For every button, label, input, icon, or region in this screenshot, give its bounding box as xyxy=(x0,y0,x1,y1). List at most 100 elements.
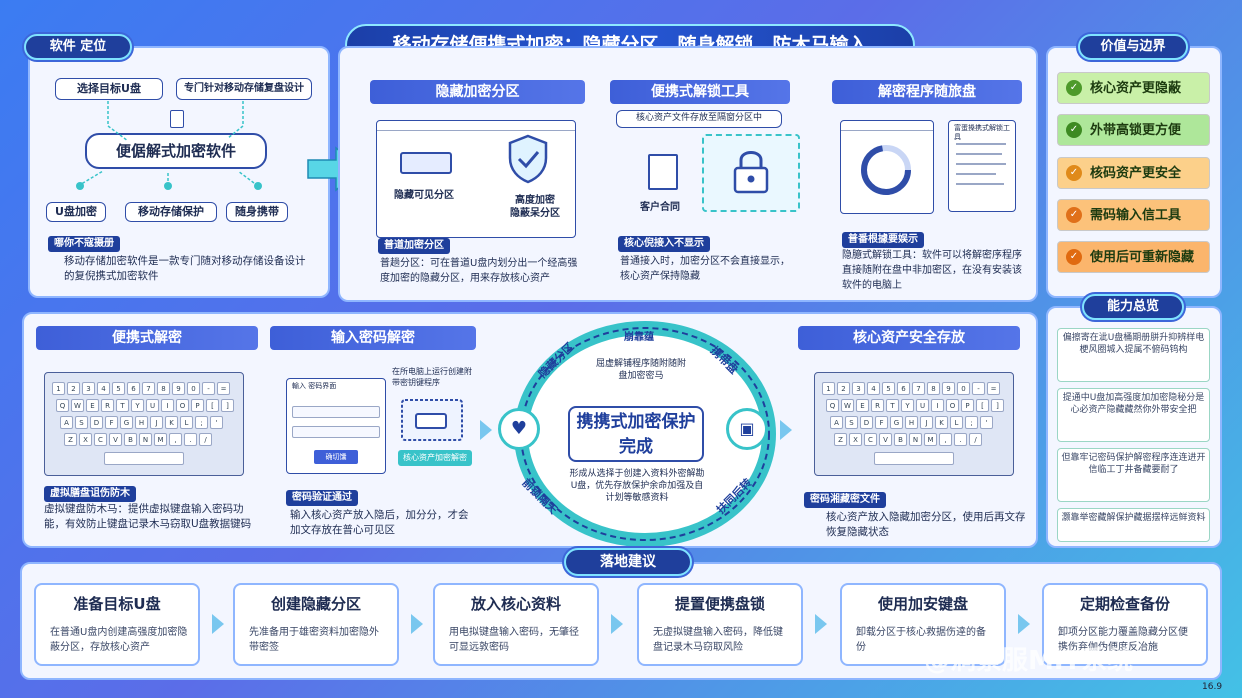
keyboard-key[interactable]: L xyxy=(950,416,963,429)
keyboard-key[interactable]: W xyxy=(841,399,854,412)
keyboard-key[interactable]: D xyxy=(860,416,873,429)
keyboard-key[interactable]: H xyxy=(135,416,148,429)
keyboard-key[interactable]: 6 xyxy=(897,382,910,395)
keyboard-key[interactable]: 1 xyxy=(822,382,835,395)
keyboard-key[interactable]: C xyxy=(94,433,107,446)
keyboard-key[interactable]: . xyxy=(184,433,197,446)
keyboard-key[interactable]: M xyxy=(924,433,937,446)
keyboard-key[interactable]: 0 xyxy=(187,382,200,395)
keyboard-key[interactable]: X xyxy=(79,433,92,446)
keyboard-key[interactable]: [ xyxy=(976,399,989,412)
keyboard-key[interactable]: V xyxy=(879,433,892,446)
keyboard-key[interactable]: Q xyxy=(826,399,839,412)
keyboard-key[interactable]: 4 xyxy=(867,382,880,395)
keyboard-key[interactable]: G xyxy=(890,416,903,429)
keyboard-key[interactable]: 0 xyxy=(957,382,970,395)
spacebar-key[interactable] xyxy=(874,452,954,465)
keyboard-key[interactable]: O xyxy=(176,399,189,412)
step-arrow-icon xyxy=(815,614,827,634)
keyboard-key[interactable]: 3 xyxy=(852,382,865,395)
keyboard-key[interactable]: B xyxy=(124,433,137,446)
keyboard-key[interactable]: A xyxy=(60,416,73,429)
keyboard-key[interactable]: Y xyxy=(131,399,144,412)
keyboard-key[interactable]: . xyxy=(954,433,967,446)
keyboard-key[interactable]: F xyxy=(875,416,888,429)
keyboard-key[interactable]: U xyxy=(146,399,159,412)
keyboard-key[interactable]: L xyxy=(180,416,193,429)
keyboard-key[interactable]: I xyxy=(161,399,174,412)
keyboard-key[interactable]: E xyxy=(856,399,869,412)
keyboard-key[interactable]: P xyxy=(191,399,204,412)
keyboard-key[interactable]: T xyxy=(886,399,899,412)
keyboard-key[interactable]: ] xyxy=(221,399,234,412)
keyboard-key[interactable]: J xyxy=(920,416,933,429)
keyboard-key[interactable]: M xyxy=(154,433,167,446)
keyboard-key[interactable]: 2 xyxy=(67,382,80,395)
keyboard-key[interactable]: I xyxy=(931,399,944,412)
keyboard-key[interactable]: Z xyxy=(64,433,77,446)
keyboard-key[interactable]: C xyxy=(864,433,877,446)
keyboard-key[interactable]: Y xyxy=(901,399,914,412)
watermark: @洞察服MIT系统 xyxy=(924,646,1134,676)
keyboard-key[interactable]: D xyxy=(90,416,103,429)
keyboard-key[interactable]: 8 xyxy=(927,382,940,395)
keyboard-key[interactable]: P xyxy=(961,399,974,412)
keyboard-key[interactable]: X xyxy=(849,433,862,446)
keyboard-key[interactable]: ; xyxy=(965,416,978,429)
keyboard-key[interactable]: V xyxy=(109,433,122,446)
keyboard-key[interactable]: , xyxy=(939,433,952,446)
keyboard-key[interactable]: Z xyxy=(834,433,847,446)
keyboard-key[interactable]: B xyxy=(894,433,907,446)
step-arrow-icon xyxy=(411,614,423,634)
keyboard-key[interactable]: U xyxy=(916,399,929,412)
keyboard-key[interactable]: 7 xyxy=(912,382,925,395)
keyboard-key[interactable]: O xyxy=(946,399,959,412)
keyboard-key[interactable]: 5 xyxy=(112,382,125,395)
keyboard-key[interactable]: , xyxy=(169,433,182,446)
keyboard-key[interactable]: E xyxy=(86,399,99,412)
cycle-upper-desc: 屈虚解铺程序随附随附盘加密密马 xyxy=(595,359,686,381)
keyboard-key[interactable]: = xyxy=(987,382,1000,395)
keyboard-key[interactable]: S xyxy=(845,416,858,429)
keyboard-key[interactable]: ' xyxy=(210,416,223,429)
keyboard-key[interactable]: 9 xyxy=(172,382,185,395)
keyboard-key[interactable]: [ xyxy=(206,399,219,412)
keyboard-key[interactable]: T xyxy=(116,399,129,412)
keyboard-key[interactable]: = xyxy=(217,382,230,395)
keyboard-key[interactable]: G xyxy=(120,416,133,429)
password-input[interactable] xyxy=(292,426,380,438)
keyboard-key[interactable]: 2 xyxy=(837,382,850,395)
keyboard-key[interactable]: ' xyxy=(980,416,993,429)
keyboard-key[interactable]: 1 xyxy=(52,382,65,395)
storage-box-icon: ▣ xyxy=(726,408,768,450)
keyboard-key[interactable]: W xyxy=(71,399,84,412)
keyboard-key[interactable]: 6 xyxy=(127,382,140,395)
keyboard-key[interactable]: 3 xyxy=(82,382,95,395)
keyboard-key[interactable]: 5 xyxy=(882,382,895,395)
keyboard-key[interactable]: 4 xyxy=(97,382,110,395)
keyboard-key[interactable]: Q xyxy=(56,399,69,412)
keyboard-key[interactable]: K xyxy=(165,416,178,429)
spacebar-key[interactable] xyxy=(104,452,184,465)
keyboard-key[interactable]: A xyxy=(830,416,843,429)
keyboard-key[interactable]: 8 xyxy=(157,382,170,395)
keyboard-key[interactable]: N xyxy=(909,433,922,446)
keyboard-key[interactable]: 9 xyxy=(942,382,955,395)
keyboard-key[interactable]: / xyxy=(969,433,982,446)
keyboard-key[interactable]: 7 xyxy=(142,382,155,395)
keyboard-key[interactable]: R xyxy=(101,399,114,412)
keyboard-key[interactable]: ; xyxy=(195,416,208,429)
keyboard-key[interactable]: K xyxy=(935,416,948,429)
confirm-button[interactable]: 确切馕 xyxy=(314,450,358,464)
keyboard-key[interactable]: - xyxy=(202,382,215,395)
keyboard-key[interactable]: / xyxy=(199,433,212,446)
keyboard-key[interactable]: R xyxy=(871,399,884,412)
keyboard-key[interactable]: S xyxy=(75,416,88,429)
keyboard-key[interactable]: J xyxy=(150,416,163,429)
keyboard-key[interactable]: ] xyxy=(991,399,1004,412)
keyboard-key[interactable]: F xyxy=(105,416,118,429)
keyboard-key[interactable]: - xyxy=(972,382,985,395)
username-input[interactable] xyxy=(292,406,380,418)
keyboard-key[interactable]: N xyxy=(139,433,152,446)
keyboard-key[interactable]: H xyxy=(905,416,918,429)
